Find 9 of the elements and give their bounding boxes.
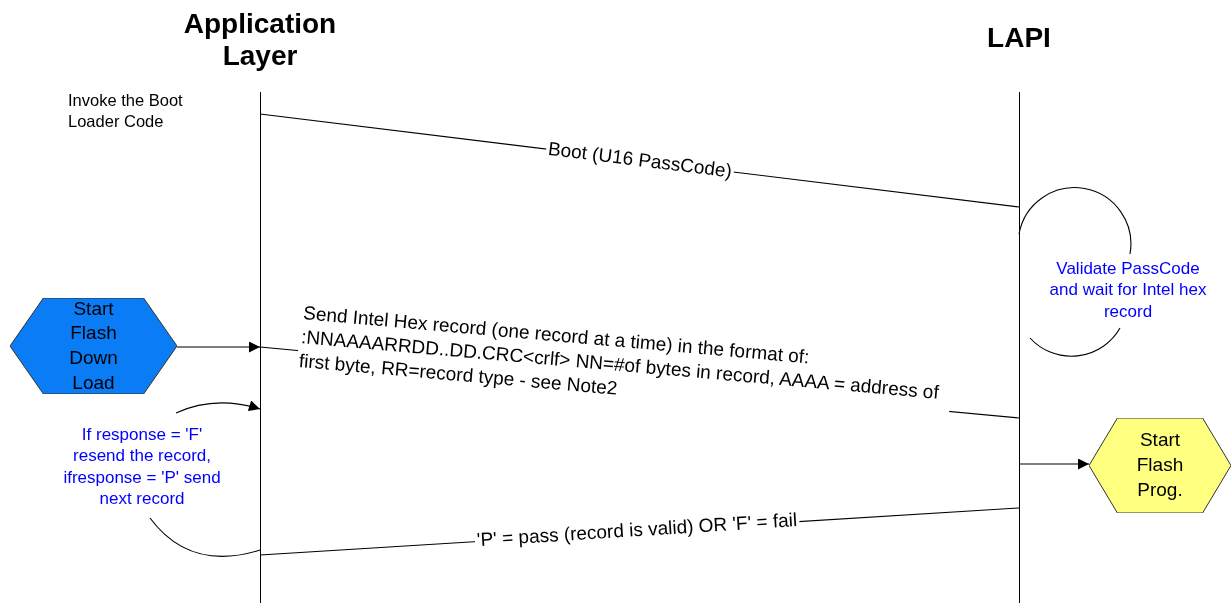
edge-label: If response = 'F' resend the record, ifresponse = 'P' send next record — [62, 423, 222, 509]
loop-arrow — [1018, 187, 1132, 357]
edge-label: Validate PassCode and wait for Intel hex record — [1048, 258, 1208, 322]
start-hexagon: Start Flash Prog. — [1089, 418, 1231, 513]
message-line — [176, 341, 261, 353]
start-hexagon: Start Flash Down Load — [10, 298, 177, 394]
loop-arrow — [149, 400, 261, 557]
note-text: Invoke the Boot Loader Code — [68, 90, 184, 133]
message-line — [1018, 458, 1090, 470]
